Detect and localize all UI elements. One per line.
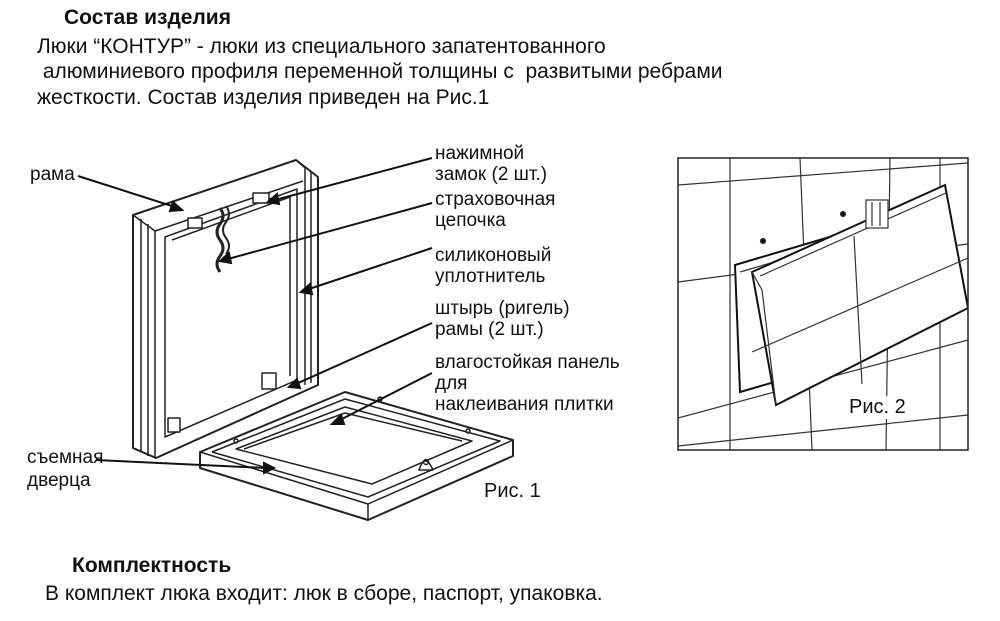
label-seal-line-2: уплотнитель [435, 266, 546, 287]
figure-2-caption: Рис. 2 [847, 396, 908, 419]
section-heading-composition: Состав изделия [64, 6, 231, 29]
label-panel-line-3: наклеивания плитки [435, 394, 614, 415]
label-chain-line-2: цепочка [435, 210, 506, 231]
label-panel-line-2: для [435, 373, 468, 394]
figure-1-caption: Рис. 1 [484, 480, 541, 502]
label-door-line-1: съемная [27, 447, 104, 468]
section-heading-contents: Комплектность [72, 554, 232, 577]
label-lock-line-2: замок (2 шт.) [435, 164, 548, 185]
paragraph-line-1: Люки “КОНТУР” - люки из специального зап… [37, 35, 606, 58]
label-door-line-2: дверца [27, 470, 91, 491]
label-pin-line-2: рамы (2 шт.) [435, 319, 544, 340]
label-lock-line-1: нажимной [435, 143, 525, 164]
label-panel-line-1: влагостойкая панель [435, 352, 620, 373]
paragraph-line-3: жесткости. Состав изделия приведен на Ри… [37, 86, 490, 109]
label-seal-line-1: силиконовый [435, 245, 552, 266]
label-chain-line-1: страховочная [435, 189, 556, 210]
label-frame: рама [30, 164, 75, 185]
paragraph-line-2: алюминиевого профиля переменной толщины … [37, 60, 723, 83]
label-pin-line-1: штырь (ригель) [435, 298, 570, 319]
contents-paragraph: В комплект люка входит: люк в сборе, пас… [45, 582, 603, 605]
